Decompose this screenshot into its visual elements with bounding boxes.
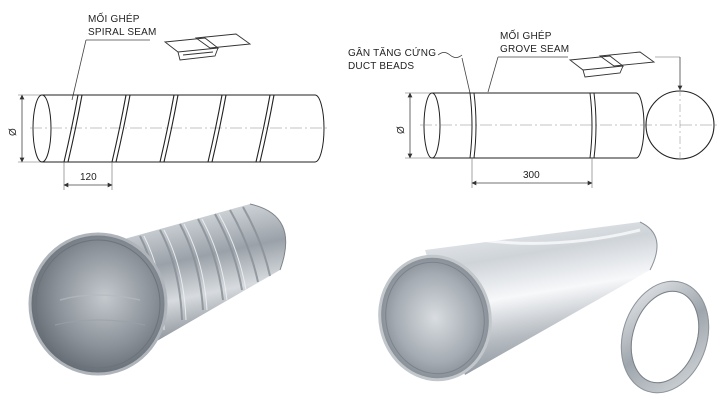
spiral-seam-label-vi: MỐI GHÉP xyxy=(88,11,140,25)
grove-diameter-symbol: Ø xyxy=(396,126,407,134)
spiral-seam-leader xyxy=(71,39,87,101)
spiral-pitch-dimension: 120 xyxy=(80,172,97,183)
duct-beads-label-vi: GÂN TĂNG CỨNG xyxy=(348,46,436,59)
spiral-duct-photo xyxy=(28,203,287,376)
spiral-seam-detail-icon xyxy=(163,33,252,61)
duct-beads-label-en: DUCT BEADS xyxy=(348,61,414,72)
grove-length-dimension: 300 xyxy=(523,170,540,181)
grove-seam-label-en: GROVE SEAM xyxy=(500,44,569,55)
grove-seam-label-vi: MỐI GHÉP xyxy=(500,28,552,42)
coupling-ring-photo xyxy=(620,280,710,394)
spiral-seam-label-en: SPIRAL SEAM xyxy=(88,27,157,38)
duct-beads xyxy=(469,92,597,159)
grove-duct-drawing: GÂN TĂNG CỨNG DUCT BEADS MỐI GHÉP GROVE … xyxy=(348,28,720,188)
spiral-duct-drawing: MỐI GHÉP SPIRAL SEAM Ø xyxy=(8,11,330,190)
spiral-seams xyxy=(63,94,275,163)
spiral-diameter-symbol: Ø xyxy=(8,128,19,136)
bead-profile-icon xyxy=(437,52,463,58)
grove-seam-detail-icon xyxy=(568,51,656,78)
plain-duct-photo xyxy=(378,221,658,382)
